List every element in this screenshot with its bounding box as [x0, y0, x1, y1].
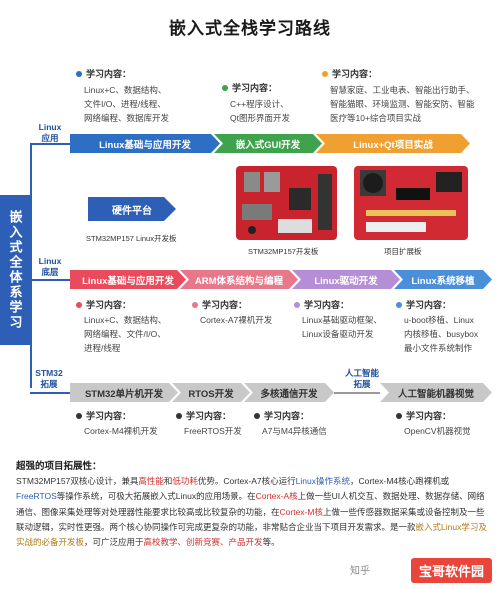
step-stm32-mcu: STM32单片机开发 [70, 383, 178, 402]
step-app-linux-basics: Linux基础与应用开发 [70, 134, 220, 153]
paragraph-run: 上做一些UI人机交互、数据处理、数据存储、网络通信、图像采集处理等对处理器性能要… [16, 491, 485, 517]
tree-vline [30, 143, 32, 388]
dot-icon [76, 412, 82, 419]
stm32-content-2: FreeRTOS开发 [184, 426, 242, 436]
dot-icon [396, 412, 402, 419]
bottom-content-1: Linux+C、数据结构、 网络编程、文件/I/O、 进程/线程 [84, 315, 167, 353]
board-image-2 [354, 166, 468, 240]
row-label-app: Linux 应用 [38, 122, 62, 143]
ai-content: OpenCV机器视觉 [404, 426, 471, 436]
step-bottom-porting: Linux系统移植 [394, 270, 492, 289]
dot-icon [254, 412, 260, 419]
bottom-content-3: Linux基础驱动框架、 Linux设备驱动开发 [302, 315, 382, 339]
dot-icon [176, 412, 182, 419]
step-app-gui: 嵌入式GUI开发 [214, 134, 322, 153]
app-content-label-3: 学习内容： [322, 67, 377, 80]
dot-icon [192, 301, 198, 308]
board-caption-2: STM32MP157开发板 [248, 247, 319, 256]
hardware-platform-label: 硬件平台 [88, 197, 176, 221]
paragraph-run: 优势。Cortex-A7核心运行 [197, 476, 296, 486]
paragraph-run: 上做一些传感器数据采集或设备控制及一些联动逻辑，实时性更强。两个核心协同操作可完… [16, 506, 485, 532]
paragraph-run: 和 [163, 476, 173, 486]
stm32-content-3: A7与M4异核通信 [262, 426, 327, 436]
tree-line-stm32 [30, 392, 70, 394]
dot-icon [222, 84, 228, 91]
paragraph-run: Cortex-A核 [255, 491, 298, 502]
paragraph-run: FreeRTOS [16, 491, 57, 502]
board-caption-3: 项目扩展板 [384, 247, 422, 256]
paragraph-run: ，Cortex-M4核心跑裸机或 [349, 476, 450, 486]
board-caption-1: STM32MP157 Linux开发板 [86, 234, 177, 243]
step-stm32-rtos: RTOS开发 [172, 383, 250, 402]
dot-icon [294, 301, 300, 308]
app-content-2: C++程序设计、 Qt图形界面开发 [230, 99, 290, 123]
tree-line-bottom [30, 279, 70, 281]
bottom-content-label-3: 学习内容： [294, 298, 349, 311]
bottom-content-2: Cortex-A7裸机开发 [200, 315, 273, 325]
app-content-1: Linux+C、数据结构、 文件I/O、进程/线程、 网络编程、数据库开发 [84, 85, 170, 123]
tree-line-app [30, 143, 70, 145]
step-bottom-driver: Linux驱动开发 [292, 270, 400, 289]
ai-connector [334, 392, 380, 394]
app-content-3: 智慧家庭、工业电表、智能出行助手、 智能猫眼、环境监测、智能安防、智能 医疗等1… [330, 85, 475, 123]
side-label: 嵌入式全体系学习 [0, 195, 30, 345]
paragraph-run: 高性能 [138, 476, 164, 486]
ai-content-label: 学习内容： [396, 409, 451, 422]
description-paragraph: STM32MP157双核心设计，兼具高性能和低功耗优势。Cortex-A7核心运… [16, 474, 488, 550]
row-label-stm32: STM32 拓展 [35, 368, 63, 389]
row-label-bottom: Linux 底层 [38, 256, 62, 277]
stm32-content-label-3: 学习内容： [254, 409, 309, 422]
paragraph-run: STM32MP157双核心设计，兼具 [16, 476, 139, 486]
board-image-1 [236, 166, 337, 240]
dot-icon [396, 301, 402, 308]
bottom-content-label-2: 学习内容： [192, 298, 247, 311]
page-title: 嵌入式全栈学习路线 [169, 19, 331, 38]
paragraph-run: Cortex-M核 [279, 506, 323, 517]
paragraph-run: 等。 [262, 537, 280, 548]
zhihu-watermark: 知乎 [350, 566, 370, 577]
step-bottom-arm: ARM体系结构与编程 [180, 270, 298, 289]
bottom-content-label-4: 学习内容： [396, 298, 451, 311]
bottom-content-label-1: 学习内容： [76, 298, 131, 311]
step-app-qt-project: Linux+Qt项目实战 [316, 134, 470, 153]
section-title: 超强的项目拓展性： [16, 461, 102, 472]
paragraph-run: 低功耗 [172, 476, 198, 486]
step-bottom-linux-basics: Linux基础与应用开发 [70, 270, 186, 289]
dot-icon [322, 70, 328, 77]
paragraph-run: 嵌入式Linux学习及实战的必备开发板 [16, 521, 487, 548]
paragraph-run: 高校 [143, 537, 161, 548]
stm32-content-label-2: 学习内容： [176, 409, 231, 422]
paragraph-run: Linux操作系统 [295, 476, 350, 486]
app-content-label-2: 学习内容： [222, 81, 277, 94]
site-watermark: 宝哥软件园 [410, 558, 492, 583]
paragraph-run: 等操作系统，可极大拓展嵌入式Linux的应用场景。在 [56, 491, 256, 502]
bottom-content-4: u-boot移植、Linux 内核移植、busybox 最小文件系统制作 [404, 315, 479, 353]
app-content-label-1: 学习内容： [76, 67, 131, 80]
step-ai-vision: 人工智能机器视觉 [380, 383, 492, 402]
paragraph-run: 教学、创新竞赛、产品开发 [160, 537, 263, 548]
stm32-content-label-1: 学习内容： [76, 409, 131, 422]
dot-icon [76, 70, 82, 77]
step-stm32-multicore: 多核通信开发 [244, 383, 334, 402]
dot-icon [76, 301, 82, 308]
row-label-ai: 人工智能 拓展 [344, 368, 379, 389]
stm32-content-1: Cortex-M4裸机开发 [84, 426, 158, 436]
paragraph-run: ，可广泛应用于 [84, 537, 144, 548]
